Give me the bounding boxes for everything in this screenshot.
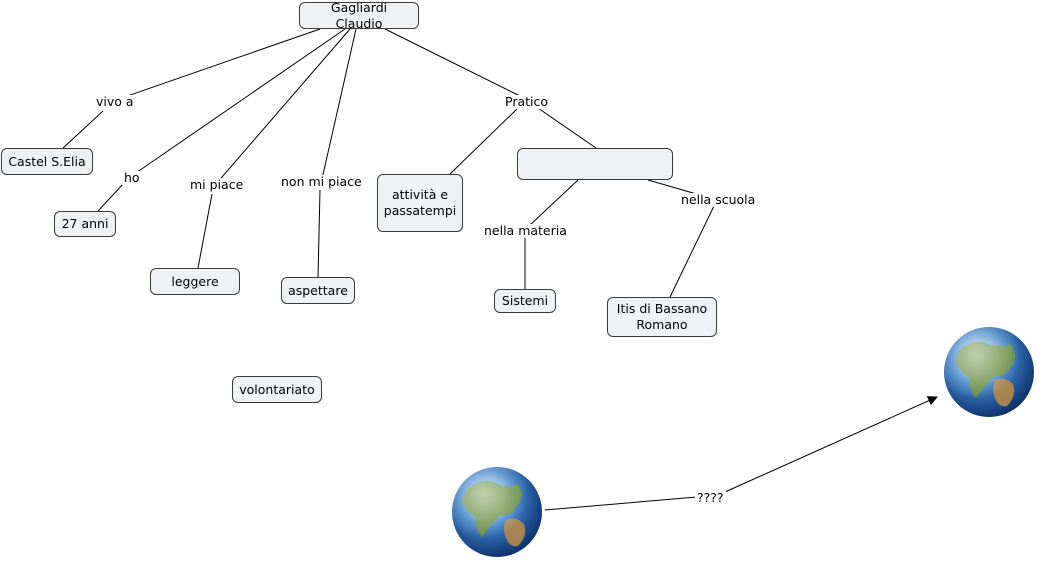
link-line	[215, 28, 351, 185]
arrow-line	[724, 396, 938, 493]
concept-node-root[interactable]: Gagliardi Claudio	[299, 0, 419, 31]
concept-node-aspettare[interactable]: aspettare	[281, 277, 355, 304]
link-line	[321, 28, 357, 180]
link-label-pratico: Pratico	[503, 94, 551, 109]
link-label-non-mi-piace: non mi piace	[279, 174, 364, 189]
concept-node-anni[interactable]: 27 anni	[54, 211, 116, 237]
link-line	[647, 179, 701, 196]
concept-node-sistemi[interactable]: Sistemi	[494, 289, 556, 313]
concept-node-castel[interactable]: Castel S.Elia	[1, 148, 93, 175]
link-line	[544, 496, 698, 511]
link-line	[384, 28, 523, 98]
link-line	[534, 105, 597, 149]
concept-node-blank[interactable]	[517, 148, 673, 180]
link-label-question: ????	[695, 490, 726, 505]
concept-node-attivita[interactable]: attività e passatempi	[377, 174, 463, 232]
concept-node-volontariato[interactable]: volontariato	[232, 376, 322, 403]
link-line	[129, 28, 346, 178]
link-label-nella-materia: nella materia	[482, 223, 569, 238]
link-line	[317, 189, 321, 279]
link-line	[112, 28, 321, 102]
link-label-mi-piace: mi piace	[188, 177, 246, 192]
link-line	[61, 110, 104, 150]
link-line	[529, 179, 579, 226]
concept-node-itis[interactable]: Itis di Bassano Romano	[607, 297, 717, 337]
link-label-nella-scuola: nella scuola	[679, 192, 758, 207]
globe-icon	[944, 327, 1034, 417]
link-line	[97, 182, 125, 212]
link-line	[449, 105, 521, 175]
link-line	[197, 193, 213, 269]
globe-icon	[452, 467, 542, 557]
link-label-ho: ho	[122, 170, 142, 185]
link-label-vivo-a: vivo a	[94, 94, 136, 109]
link-line	[669, 205, 715, 298]
concept-node-leggere[interactable]: leggere	[150, 268, 240, 295]
